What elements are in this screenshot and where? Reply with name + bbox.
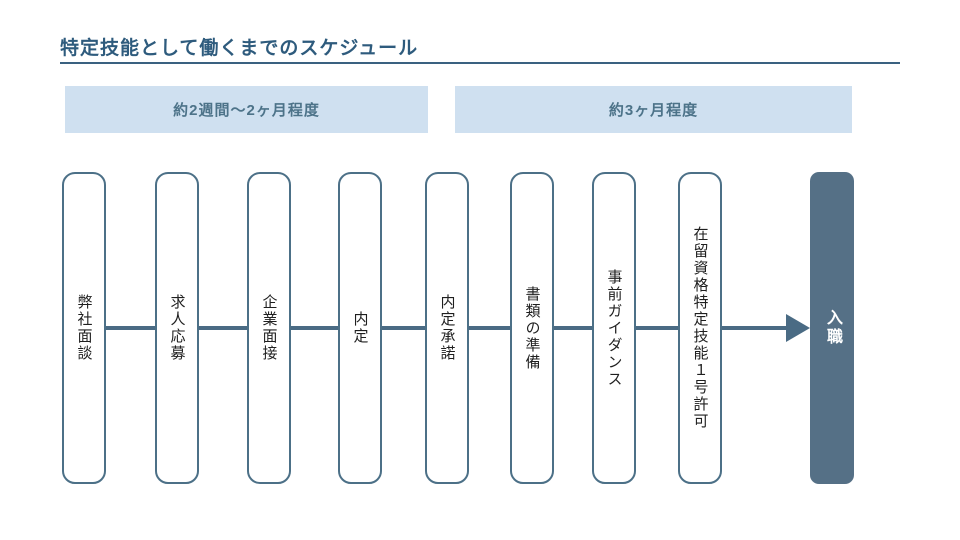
flow-step-label: 弊社面談 <box>75 294 93 362</box>
arrow-head-icon <box>786 314 810 342</box>
flow-step-corporate-interview: 企業面接 <box>247 172 291 484</box>
flow-step-label: 求人応募 <box>168 294 186 362</box>
flow-step-prior-guidance: 事前ガイダンス <box>592 172 636 484</box>
flow-step-label: 内定承諾 <box>438 294 456 362</box>
duration-banner-short-label: 約2週間〜2ヶ月程度 <box>173 102 320 119</box>
duration-banner-long: 約3ヶ月程度 <box>455 86 852 133</box>
flow-step-label: 企業面接 <box>260 294 278 362</box>
flow-step-job-application: 求人応募 <box>155 172 199 484</box>
flow-step-label: 事前ガイダンス <box>605 268 623 388</box>
flow-step-offer-acceptance: 内定承諾 <box>425 172 469 484</box>
duration-banner-long-label: 約3ヶ月程度 <box>608 102 699 119</box>
page-title: 特定技能として働くまでのスケジュール <box>60 38 419 59</box>
flow-step-final-label: 入職 <box>824 309 841 347</box>
flow-step-label: 書類の準備 <box>523 285 541 371</box>
flow-step-label: 在留資格特定技能１号許可 <box>691 226 709 430</box>
flow-step-company-interview: 弊社面談 <box>62 172 106 484</box>
flow-step-document-preparation: 書類の準備 <box>510 172 554 484</box>
duration-banner-short: 約2週間〜2ヶ月程度 <box>65 86 428 133</box>
title-underline <box>60 62 900 64</box>
flow-step-entry: 入職 <box>810 172 854 484</box>
flow-step-residence-permit: 在留資格特定技能１号許可 <box>678 172 722 484</box>
flow-step-label: 内定 <box>351 311 369 345</box>
flow-step-job-offer: 内定 <box>338 172 382 484</box>
